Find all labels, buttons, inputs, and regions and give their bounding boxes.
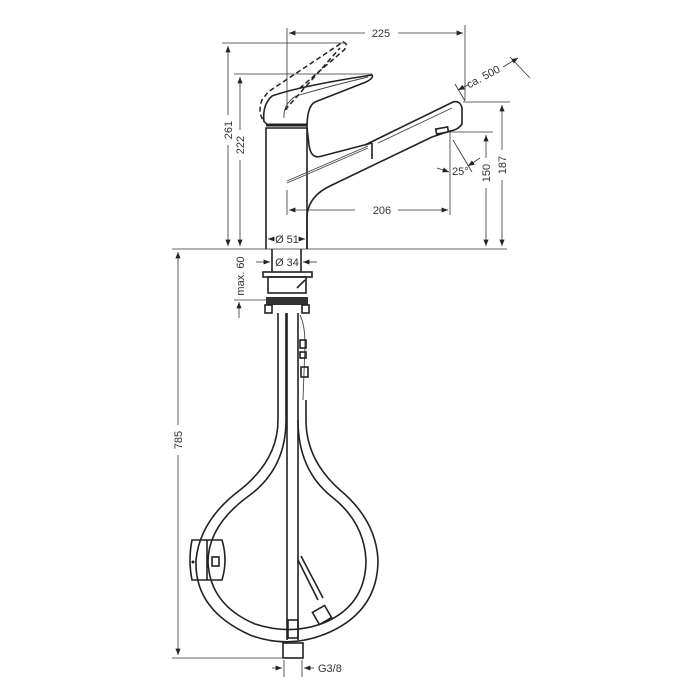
- dim-label-785: 785: [173, 431, 185, 449]
- lever-handle: [259, 41, 374, 129]
- dim-ca-500: ca. 500: [454, 56, 531, 102]
- dim-diameter-34: Ø 34: [256, 257, 317, 269]
- dim-label-max-60: max. 60: [235, 256, 247, 295]
- mounting-shank: [262, 249, 313, 314]
- supply-hoses: [282, 313, 333, 659]
- dim-206: 206: [286, 190, 448, 217]
- dim-label-25-deg: 25°: [452, 166, 469, 178]
- dim-label-261: 261: [223, 121, 235, 139]
- dim-g3-8: G3/8: [272, 660, 342, 677]
- pullout-hose-loop: [195, 313, 379, 643]
- hose-weight: [189, 539, 226, 581]
- dim-label-222: 222: [235, 136, 247, 154]
- dim-225: 225: [286, 25, 466, 110]
- faucet-body: [265, 100, 463, 249]
- dim-label-diameter-51: Ø 51: [275, 234, 299, 246]
- dim-150: 150: [450, 131, 493, 246]
- dim-187: 187: [463, 101, 510, 246]
- dim-label-187: 187: [497, 156, 509, 174]
- dim-261: 261: [222, 42, 345, 246]
- dim-max-60: max. 60: [234, 256, 266, 318]
- dim-label-g3-8: G3/8: [318, 663, 342, 675]
- dim-diameter-51: Ø 51: [268, 234, 305, 246]
- dim-785: 785: [172, 251, 285, 659]
- dim-label-diameter-34: Ø 34: [275, 257, 299, 269]
- dim-label-206: 206: [373, 205, 391, 217]
- dim-label-ca-500: ca. 500: [465, 64, 503, 92]
- dim-label-225: 225: [372, 28, 390, 40]
- dim-222: 222: [234, 73, 372, 246]
- dim-label-150: 150: [481, 164, 493, 182]
- dim-25-deg: 25°: [436, 132, 481, 215]
